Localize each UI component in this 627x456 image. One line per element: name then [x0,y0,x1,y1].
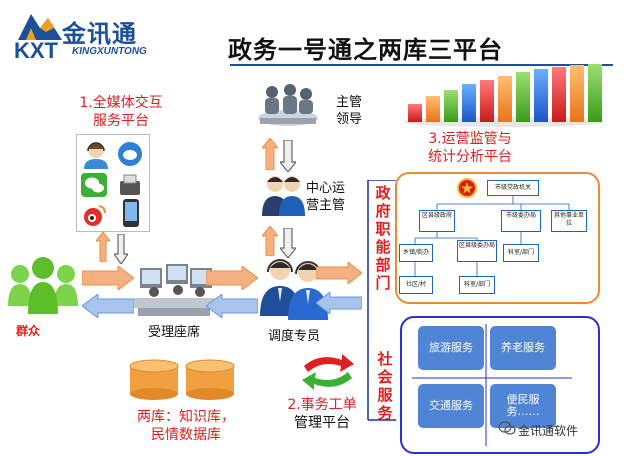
logo-abbr: KXT [14,38,58,63]
watermark-text: 金讯通软件 [518,424,579,438]
bar-chart-icon [404,64,604,127]
dispatcher-icon [260,259,328,320]
leader-label-line1: 主管 [335,95,362,110]
leader-label: 主管 领导 [334,94,364,128]
arrow-down-gray-icon [280,140,296,172]
gov-dept-label: 政 府 职 能 部 门 [374,184,392,292]
arrow-up-orange-icon [262,138,278,170]
center-supervisor-label: 中心运 营主管 [306,180,354,214]
databases-line1: 两库：知识库， [137,409,235,425]
media-platform-label: 1.全媒体交互 服务平台 [66,94,176,130]
qq-icon [118,142,142,166]
gov-char: 门 [375,274,391,292]
wechat-watermark-icon [498,421,516,435]
ops-platform-line1: 3.运营监管与 [428,131,512,147]
page-title: 政务一号通之两库三平台 [228,36,503,64]
arrow-left-blue-icon [82,294,134,318]
social-service-label: 社 会 服 务 [376,350,394,422]
service-transport: 交通服务 [418,384,484,428]
leader-label-line2: 领导 [335,112,362,127]
media-channels-panel [76,134,150,232]
service-convenience: 便民服务…… [490,384,556,428]
soc-char: 务 [377,404,393,422]
org-node-l2: 区县级政府 [419,210,455,232]
work-order-platform-label: 2.事务工单 管理平台 [276,396,368,432]
arrow-right-orange-icon [316,262,362,284]
org-node-l3: 科室/部门 [503,244,539,262]
mobile-phone-icon [123,199,139,227]
gov-char: 部 [375,256,391,274]
gov-char: 政 [375,184,391,202]
fax-icon [120,174,140,195]
soc-char: 会 [377,368,393,386]
national-emblem-icon [457,178,477,198]
weibo-icon [84,205,106,226]
database-icon [129,359,235,400]
org-node-l3: 乡镇/街办 [399,244,433,262]
work-order-line2: 管理平台 [294,415,350,431]
arrow-up-orange-icon [262,226,278,256]
org-chart-panel: 市级党政机关 区县级政府 市级委办局 其他事业单位 乡镇/街办 区县级委办局 科… [395,172,600,304]
services-cross-divider [412,324,572,446]
ops-platform-line2: 统计分析平台 [428,149,512,165]
databases-label: 两库：知识库， 民情数据库 [116,408,256,444]
arrow-left-blue-icon [206,294,258,318]
org-node-l4: 科室/部门 [459,276,495,294]
connector-bracket [367,180,396,421]
org-node-l2: 市级委办局 [501,210,541,232]
title-underline [230,64,613,66]
soc-char: 服 [377,386,393,404]
meeting-table-icon [258,84,318,126]
org-node-l3: 区县级委办局 [457,240,497,262]
dispatcher-label: 调度专员 [267,329,320,344]
reception-seats-icon [134,264,214,316]
arrow-up-orange-icon [96,232,110,262]
wechat-icon [81,173,107,197]
center-supervisor-line2: 营主管 [306,198,346,213]
arrow-right-orange-icon [82,266,134,290]
gov-char: 职 [375,220,391,238]
service-tourism: 旅游服务 [418,326,484,370]
logo-text: 金讯通 [62,20,137,48]
arrow-left-blue-icon [316,292,362,314]
media-platform-line2: 服务平台 [93,113,149,129]
arrow-down-gray-icon [280,228,296,258]
databases-line2: 民情数据库 [151,427,221,443]
ops-platform-label: 3.运营监管与 统计分析平台 [410,130,530,166]
public-label: 群众 [16,324,41,338]
gov-char: 府 [375,202,391,220]
service-elderly-care: 养老服务 [490,326,556,370]
org-node-l4: 社区/村 [399,276,433,294]
social-services-panel: 旅游服务 养老服务 交通服务 便民服务…… [400,316,600,454]
headset-agent-icon [84,142,108,169]
gov-char: 能 [375,238,391,256]
center-supervisor-line1: 中心运 [306,181,346,196]
cycle-arrows-icon [302,354,354,390]
logo-mark [18,14,62,40]
arrow-down-gray-icon [114,234,128,264]
logo-subtitle: KINGXUNTONG [72,46,147,57]
arrow-right-orange-icon [206,266,258,290]
seat-label: 受理座席 [147,325,200,340]
work-order-line1: 2.事务工单 [287,397,357,413]
org-chart-connectors [414,196,570,276]
public-crowd-icon [8,257,78,314]
supervisor-icon [262,176,305,216]
org-node-root: 市级党政机关 [487,180,539,196]
org-node-l2: 其他事业单位 [551,210,587,232]
media-platform-line1: 1.全媒体交互 [79,95,163,111]
soc-char: 社 [377,350,393,368]
